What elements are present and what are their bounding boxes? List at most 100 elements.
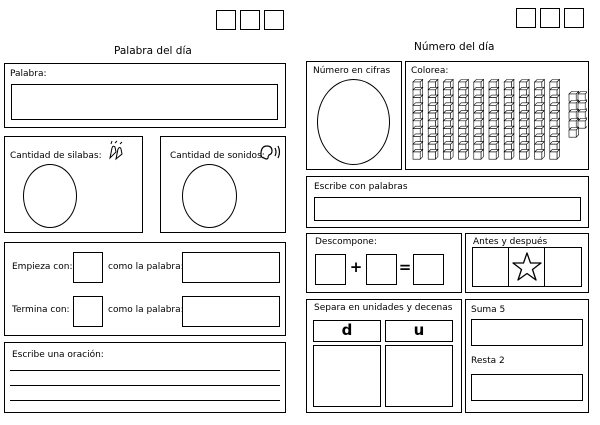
writing-line-2[interactable] bbox=[10, 385, 280, 386]
unit-cube[interactable] bbox=[577, 109, 587, 120]
antes-label: Antes y después bbox=[473, 237, 548, 247]
cifras-label: Número en cifras bbox=[313, 66, 391, 76]
top-box-left-2[interactable] bbox=[240, 10, 260, 30]
base-ten-blocks[interactable] bbox=[409, 78, 587, 166]
unit-cube[interactable] bbox=[568, 108, 580, 120]
ten-rod-cube[interactable] bbox=[457, 94, 470, 106]
escribe-input[interactable] bbox=[314, 197, 581, 221]
ear-sound-icon bbox=[260, 145, 281, 160]
ten-rod-cube[interactable] bbox=[442, 109, 454, 122]
unidades-box[interactable] bbox=[385, 345, 453, 407]
unit-cube[interactable] bbox=[577, 118, 587, 129]
plus-sign: + bbox=[349, 258, 363, 276]
cifras-panel: Número en cifras bbox=[306, 61, 402, 170]
ten-rod-cube[interactable] bbox=[473, 133, 485, 145]
ten-rod-cube[interactable] bbox=[412, 148, 424, 160]
resta-input[interactable] bbox=[471, 374, 583, 401]
ten-rod-cube[interactable] bbox=[549, 109, 561, 122]
descompone-box-1[interactable] bbox=[315, 254, 346, 285]
left-title: Palabra del día bbox=[114, 45, 192, 57]
ten-rod-cube[interactable] bbox=[518, 78, 530, 90]
decenas-box[interactable] bbox=[313, 345, 381, 407]
palabra-label: Palabra: bbox=[10, 69, 47, 79]
ten-rod-cube[interactable] bbox=[518, 109, 530, 122]
sonidos-label: Cantidad de sonidos: bbox=[170, 151, 265, 161]
como-label-1: como la palabra: bbox=[108, 262, 184, 272]
star-icon bbox=[512, 252, 542, 281]
descompone-panel: Descompone: + = bbox=[306, 233, 462, 293]
unit-cube[interactable] bbox=[577, 100, 587, 111]
cifras-circle[interactable] bbox=[317, 79, 390, 165]
empieza-termina-panel: Empieza con: como la palabra: Termina co… bbox=[4, 242, 286, 336]
ten-rod-cube[interactable] bbox=[473, 148, 485, 160]
ten-rod-cube[interactable] bbox=[412, 78, 424, 90]
top-box-left-3[interactable] bbox=[264, 10, 284, 30]
decenas-header: d bbox=[313, 320, 381, 342]
termina-label: Termina con: bbox=[12, 305, 70, 315]
termina-letter-box[interactable] bbox=[73, 296, 103, 327]
ten-rod-cube[interactable] bbox=[457, 86, 470, 98]
top-box-left-1[interactable] bbox=[216, 10, 236, 30]
descompone-box-3[interactable] bbox=[413, 254, 444, 285]
oracion-label: Escribe una oración: bbox=[12, 350, 104, 360]
sonidos-panel: Cantidad de sonidos: bbox=[160, 136, 286, 233]
ten-rod-cube[interactable] bbox=[457, 109, 470, 122]
ten-rod-cube[interactable] bbox=[473, 86, 485, 98]
suma-input[interactable] bbox=[471, 319, 583, 346]
ten-rod-cube[interactable] bbox=[533, 125, 546, 137]
ten-rod-cube[interactable] bbox=[533, 148, 546, 160]
empieza-letter-box[interactable] bbox=[73, 252, 103, 283]
suma-label: Suma 5 bbox=[471, 305, 506, 315]
top-box-right-2[interactable] bbox=[540, 8, 560, 28]
ten-rod-cube[interactable] bbox=[427, 148, 439, 160]
writing-line-3[interactable] bbox=[10, 400, 280, 401]
termina-word-box[interactable] bbox=[182, 296, 280, 327]
colorea-panel: Colorea: bbox=[405, 61, 589, 170]
escribe-panel: Escribe con palabras bbox=[306, 176, 589, 228]
ten-rod-cube[interactable] bbox=[503, 148, 515, 160]
ten-rod-cube[interactable] bbox=[457, 148, 470, 160]
top-box-right-1[interactable] bbox=[516, 8, 536, 28]
ten-rod-cube[interactable] bbox=[412, 133, 424, 145]
silabas-circle[interactable] bbox=[23, 164, 77, 228]
ten-rod-cube[interactable] bbox=[457, 133, 470, 145]
ten-rod-cube[interactable] bbox=[533, 109, 546, 122]
unit-cube[interactable] bbox=[577, 91, 587, 102]
palabra-panel: Palabra: bbox=[4, 63, 286, 128]
unit-cube[interactable] bbox=[568, 126, 580, 138]
ten-rod-cube[interactable] bbox=[457, 117, 470, 129]
empieza-word-box[interactable] bbox=[182, 252, 280, 283]
unit-cube[interactable] bbox=[568, 117, 580, 129]
ten-rod-cube[interactable] bbox=[518, 148, 530, 160]
star-box bbox=[508, 247, 546, 287]
ten-rod-cube[interactable] bbox=[549, 148, 561, 160]
equals-sign: = bbox=[398, 258, 412, 276]
unit-cube[interactable] bbox=[568, 90, 580, 102]
ten-rod-cube[interactable] bbox=[549, 133, 561, 145]
ten-rod-cube[interactable] bbox=[427, 78, 439, 90]
ten-rod-cube[interactable] bbox=[488, 117, 500, 129]
ten-rod-cube[interactable] bbox=[503, 140, 515, 153]
top-box-right-3[interactable] bbox=[564, 8, 584, 28]
antes-despues-panel: Antes y después bbox=[465, 233, 589, 293]
unit-cube[interactable] bbox=[568, 99, 580, 111]
palabra-input[interactable] bbox=[11, 84, 278, 120]
sonidos-circle[interactable] bbox=[182, 164, 237, 228]
suma-resta-panel: Suma 5 Resta 2 bbox=[465, 299, 589, 413]
ten-rod-cube[interactable] bbox=[518, 94, 530, 106]
ten-rod-cube[interactable] bbox=[533, 86, 546, 98]
antes-box[interactable] bbox=[472, 247, 510, 287]
oracion-panel: Escribe una oración: bbox=[4, 342, 286, 413]
ten-rod-cube[interactable] bbox=[488, 148, 500, 160]
descompone-box-2[interactable] bbox=[366, 254, 397, 285]
resta-label: Resta 2 bbox=[471, 356, 505, 366]
separa-label: Separa en unidades y decenas bbox=[314, 303, 453, 313]
writing-line-1[interactable] bbox=[10, 370, 280, 371]
empieza-label: Empieza con: bbox=[12, 262, 73, 272]
despues-box[interactable] bbox=[544, 247, 582, 287]
ten-rod-cube[interactable] bbox=[518, 133, 530, 145]
ten-rod-cube[interactable] bbox=[518, 117, 530, 129]
escribe-label: Escribe con palabras bbox=[314, 182, 408, 192]
ten-rod-cube[interactable] bbox=[442, 148, 454, 160]
ten-rod-cube[interactable] bbox=[549, 78, 561, 90]
